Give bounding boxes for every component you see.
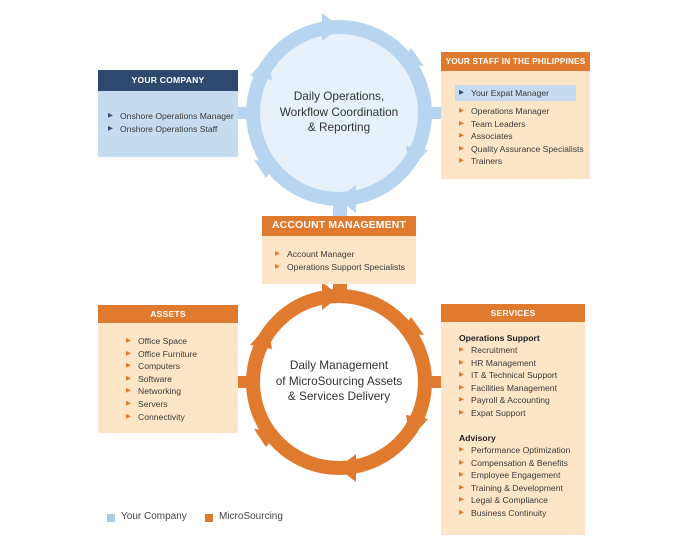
services-list: Recruitment HR Management IT & Technical… bbox=[459, 344, 557, 420]
list-item: Team Leaders bbox=[459, 118, 584, 131]
account-management-list: Account Manager Operations Support Speci… bbox=[275, 248, 405, 273]
ring-arrow bbox=[400, 317, 424, 335]
list-item: Trainers bbox=[459, 155, 584, 168]
list-item: Servers bbox=[126, 398, 197, 411]
account-management-box: ACCOUNT MANAGEMENT Account Manager Opera… bbox=[262, 216, 416, 284]
expat-manager-highlight: Your Expat Manager bbox=[455, 85, 576, 101]
list-item: Connectivity bbox=[126, 411, 197, 424]
legend-label-your-company: Your Company bbox=[121, 511, 187, 522]
expat-manager-item: Your Expat Manager bbox=[459, 87, 549, 100]
list-item: Legal & Compliance bbox=[459, 494, 570, 507]
top-circle-text: Daily Operations, Workflow Coordination … bbox=[279, 89, 399, 134]
assets-list: Office Space Office Furniture Computers … bbox=[126, 335, 197, 423]
services-group-operations: Operations Support Recruitment HR Manage… bbox=[459, 332, 557, 420]
list-item: Recruitment bbox=[459, 344, 557, 357]
ring-arrow bbox=[250, 325, 272, 349]
ring-arrow bbox=[322, 282, 340, 310]
list-item: Onshore Operations Staff bbox=[108, 123, 234, 136]
ring-arrow bbox=[338, 454, 356, 482]
list-item: Payroll & Accounting bbox=[459, 394, 557, 407]
assets-box: ASSETS Office Space Office Furniture Com… bbox=[98, 305, 238, 433]
your-company-box: YOUR COMPANY Onshore Operations Manager … bbox=[98, 70, 238, 157]
ring-arrow bbox=[406, 415, 428, 439]
services-list: Performance Optimization Compensation & … bbox=[459, 444, 570, 520]
ring-arrow bbox=[406, 146, 428, 170]
services-group-advisory: Advisory Performance Optimization Compen… bbox=[459, 432, 570, 520]
bottom-cycle-ring bbox=[246, 282, 432, 482]
list-item: Compensation & Benefits bbox=[459, 457, 570, 470]
list-item: Employee Engagement bbox=[459, 469, 570, 482]
staff-philippines-list: Operations Manager Team Leaders Associat… bbox=[459, 105, 584, 168]
ring-arrow bbox=[254, 429, 278, 447]
list-item: Software bbox=[126, 373, 197, 386]
services-box: SERVICES Operations Support Recruitment … bbox=[441, 304, 585, 535]
list-item: Business Continuity bbox=[459, 507, 570, 520]
list-item: Facilities Management bbox=[459, 382, 557, 395]
assets-title: ASSETS bbox=[98, 305, 238, 323]
services-group-heading: Operations Support bbox=[459, 333, 540, 343]
ring-arrow bbox=[400, 48, 424, 66]
services-group-heading: Advisory bbox=[459, 433, 496, 443]
ring-arrow bbox=[250, 56, 272, 80]
bottom-circle-text: Daily Management of MicroSourcing Assets… bbox=[275, 358, 403, 403]
list-item: Networking bbox=[126, 385, 197, 398]
list-item: Operations Support Specialists bbox=[275, 261, 405, 274]
list-item: Office Furniture bbox=[126, 348, 197, 361]
staff-philippines-title: YOUR STAFF IN THE PHILIPPINES bbox=[441, 52, 590, 71]
list-item: Computers bbox=[126, 360, 197, 373]
list-item: HR Management bbox=[459, 357, 557, 370]
legend-label-microsourcing: MicroSourcing bbox=[219, 511, 283, 522]
account-management-title: ACCOUNT MANAGEMENT bbox=[262, 216, 416, 236]
list-item: Account Manager bbox=[275, 248, 405, 261]
list-item: Training & Development bbox=[459, 482, 570, 495]
list-item: Expat Support bbox=[459, 407, 557, 420]
ring-arrow bbox=[254, 160, 278, 178]
legend-swatch-your-company bbox=[107, 514, 115, 522]
your-company-title: YOUR COMPANY bbox=[98, 70, 238, 91]
staff-philippines-box: YOUR STAFF IN THE PHILIPPINES Your Expat… bbox=[441, 52, 590, 179]
list-item: Quality Assurance Specialists bbox=[459, 143, 584, 156]
list-item: Performance Optimization bbox=[459, 444, 570, 457]
list-item: Associates bbox=[459, 130, 584, 143]
ring-arrow bbox=[322, 13, 340, 41]
services-title: SERVICES bbox=[441, 304, 585, 322]
legend-swatch-microsourcing bbox=[205, 514, 213, 522]
list-item: IT & Technical Support bbox=[459, 369, 557, 382]
ring-arrow bbox=[338, 185, 356, 213]
your-company-list: Onshore Operations Manager Onshore Opera… bbox=[108, 110, 234, 135]
list-item: Operations Manager bbox=[459, 105, 584, 118]
top-cycle-ring bbox=[246, 13, 432, 213]
list-item: Office Space bbox=[126, 335, 197, 348]
list-item: Onshore Operations Manager bbox=[108, 110, 234, 123]
